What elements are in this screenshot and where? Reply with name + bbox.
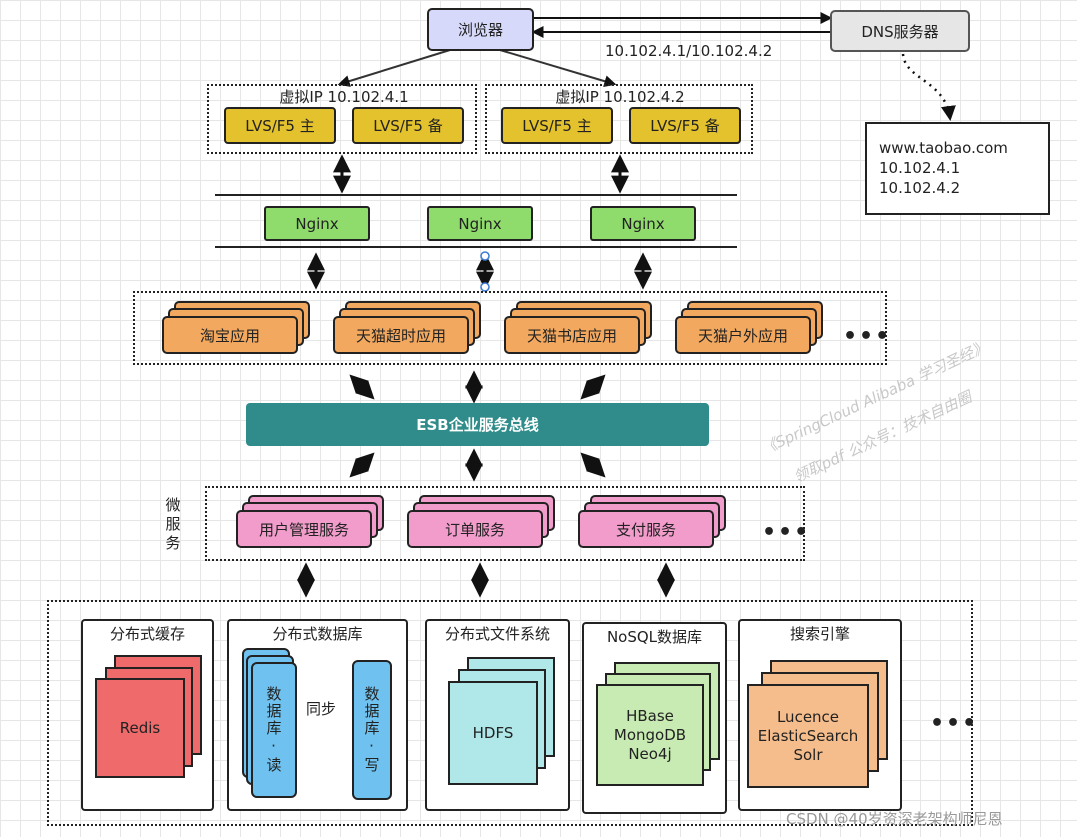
lvs-backup-2: LVS/F5 备 [629, 107, 741, 144]
nosql-item-hbase: HBase [626, 706, 674, 725]
service-user-management: 用户管理服务 [236, 510, 372, 548]
group-title: 搜索引擎 [789, 625, 850, 643]
hdfs-node: HDFS [448, 681, 538, 785]
lvs-master-1: LVS/F5 主 [224, 107, 336, 144]
db-read-node: 数据库·读 [251, 662, 297, 798]
db-write-node: 数据库·写 [352, 660, 392, 800]
services-ellipsis: ••• [762, 520, 811, 545]
microservice-layer [205, 486, 805, 561]
credit-text: CSDN @40岁资深老架构师尼恩 [786, 810, 1003, 828]
app-tmall-outdoor: 天猫户外应用 [675, 316, 811, 354]
vip-group-2 [485, 84, 753, 154]
nosql-node: HBase MongoDB Neo4j [596, 684, 704, 786]
app-tmall-bookstore: 天猫书店应用 [504, 316, 640, 354]
dns-server-node: DNS服务器 [830, 10, 970, 52]
browser-to-vip1-arrow [337, 49, 451, 87]
dns-info-ip-2: 10.102.4.2 [879, 179, 961, 197]
infrastructure-layer [47, 600, 973, 826]
nosql-item-neo4j: Neo4j [628, 744, 672, 763]
microservice-label: 微服务 [163, 496, 182, 554]
group-title: 分布式缓存 [109, 625, 185, 643]
vip-group-1 [207, 84, 477, 154]
search-item-lucence: Lucence [776, 707, 840, 726]
nginx-node-1: Nginx [264, 206, 370, 241]
dns-lookup-dotted-arrow [901, 53, 956, 121]
redis-node: Redis [95, 678, 185, 778]
service-order: 订单服务 [407, 510, 543, 548]
esb-bus: ESB企业服务总线 [246, 403, 709, 446]
app-taobao: 淘宝应用 [162, 316, 298, 354]
app-tmall-supermarket: 天猫超时应用 [333, 316, 469, 354]
dns-info-domain: www.taobao.com [879, 139, 1008, 157]
nginx-node-2: Nginx [427, 206, 533, 241]
dns-info-box: www.taobao.com 10.102.4.1 10.102.4.2 [865, 122, 1050, 215]
lvs-master-2: LVS/F5 主 [501, 107, 613, 144]
application-layer [133, 291, 887, 365]
lvs-backup-1: LVS/F5 备 [352, 107, 464, 144]
nosql-item-mongodb: MongoDB [613, 725, 687, 744]
browser-node: 浏览器 [427, 8, 534, 51]
infra-ellipsis: ••• [930, 711, 979, 736]
vip-group-1-title: 虚拟IP 10.102.4.1 [279, 88, 409, 106]
apps-ellipsis: ••• [843, 324, 892, 349]
vip-group-2-title: 虚拟IP 10.102.4.2 [555, 88, 685, 106]
group-title: NoSQL数据库 [606, 628, 703, 646]
service-payment: 支付服务 [578, 510, 714, 548]
search-node: Lucence ElasticSearch Solr [747, 684, 869, 788]
search-item-solr: Solr [793, 745, 823, 764]
dns-info-ip-1: 10.102.4.1 [879, 159, 961, 177]
group-title: 分布式数据库 [272, 625, 363, 643]
db-sync-label: 同步 [306, 700, 337, 718]
search-item-elasticsearch: ElasticSearch [757, 726, 859, 745]
browser-to-vip2-arrow [499, 49, 617, 88]
dns-resolved-ips: 10.102.4.1/10.102.4.2 [605, 42, 773, 60]
nginx-node-3: Nginx [590, 206, 696, 241]
group-title: 分布式文件系统 [444, 625, 550, 643]
